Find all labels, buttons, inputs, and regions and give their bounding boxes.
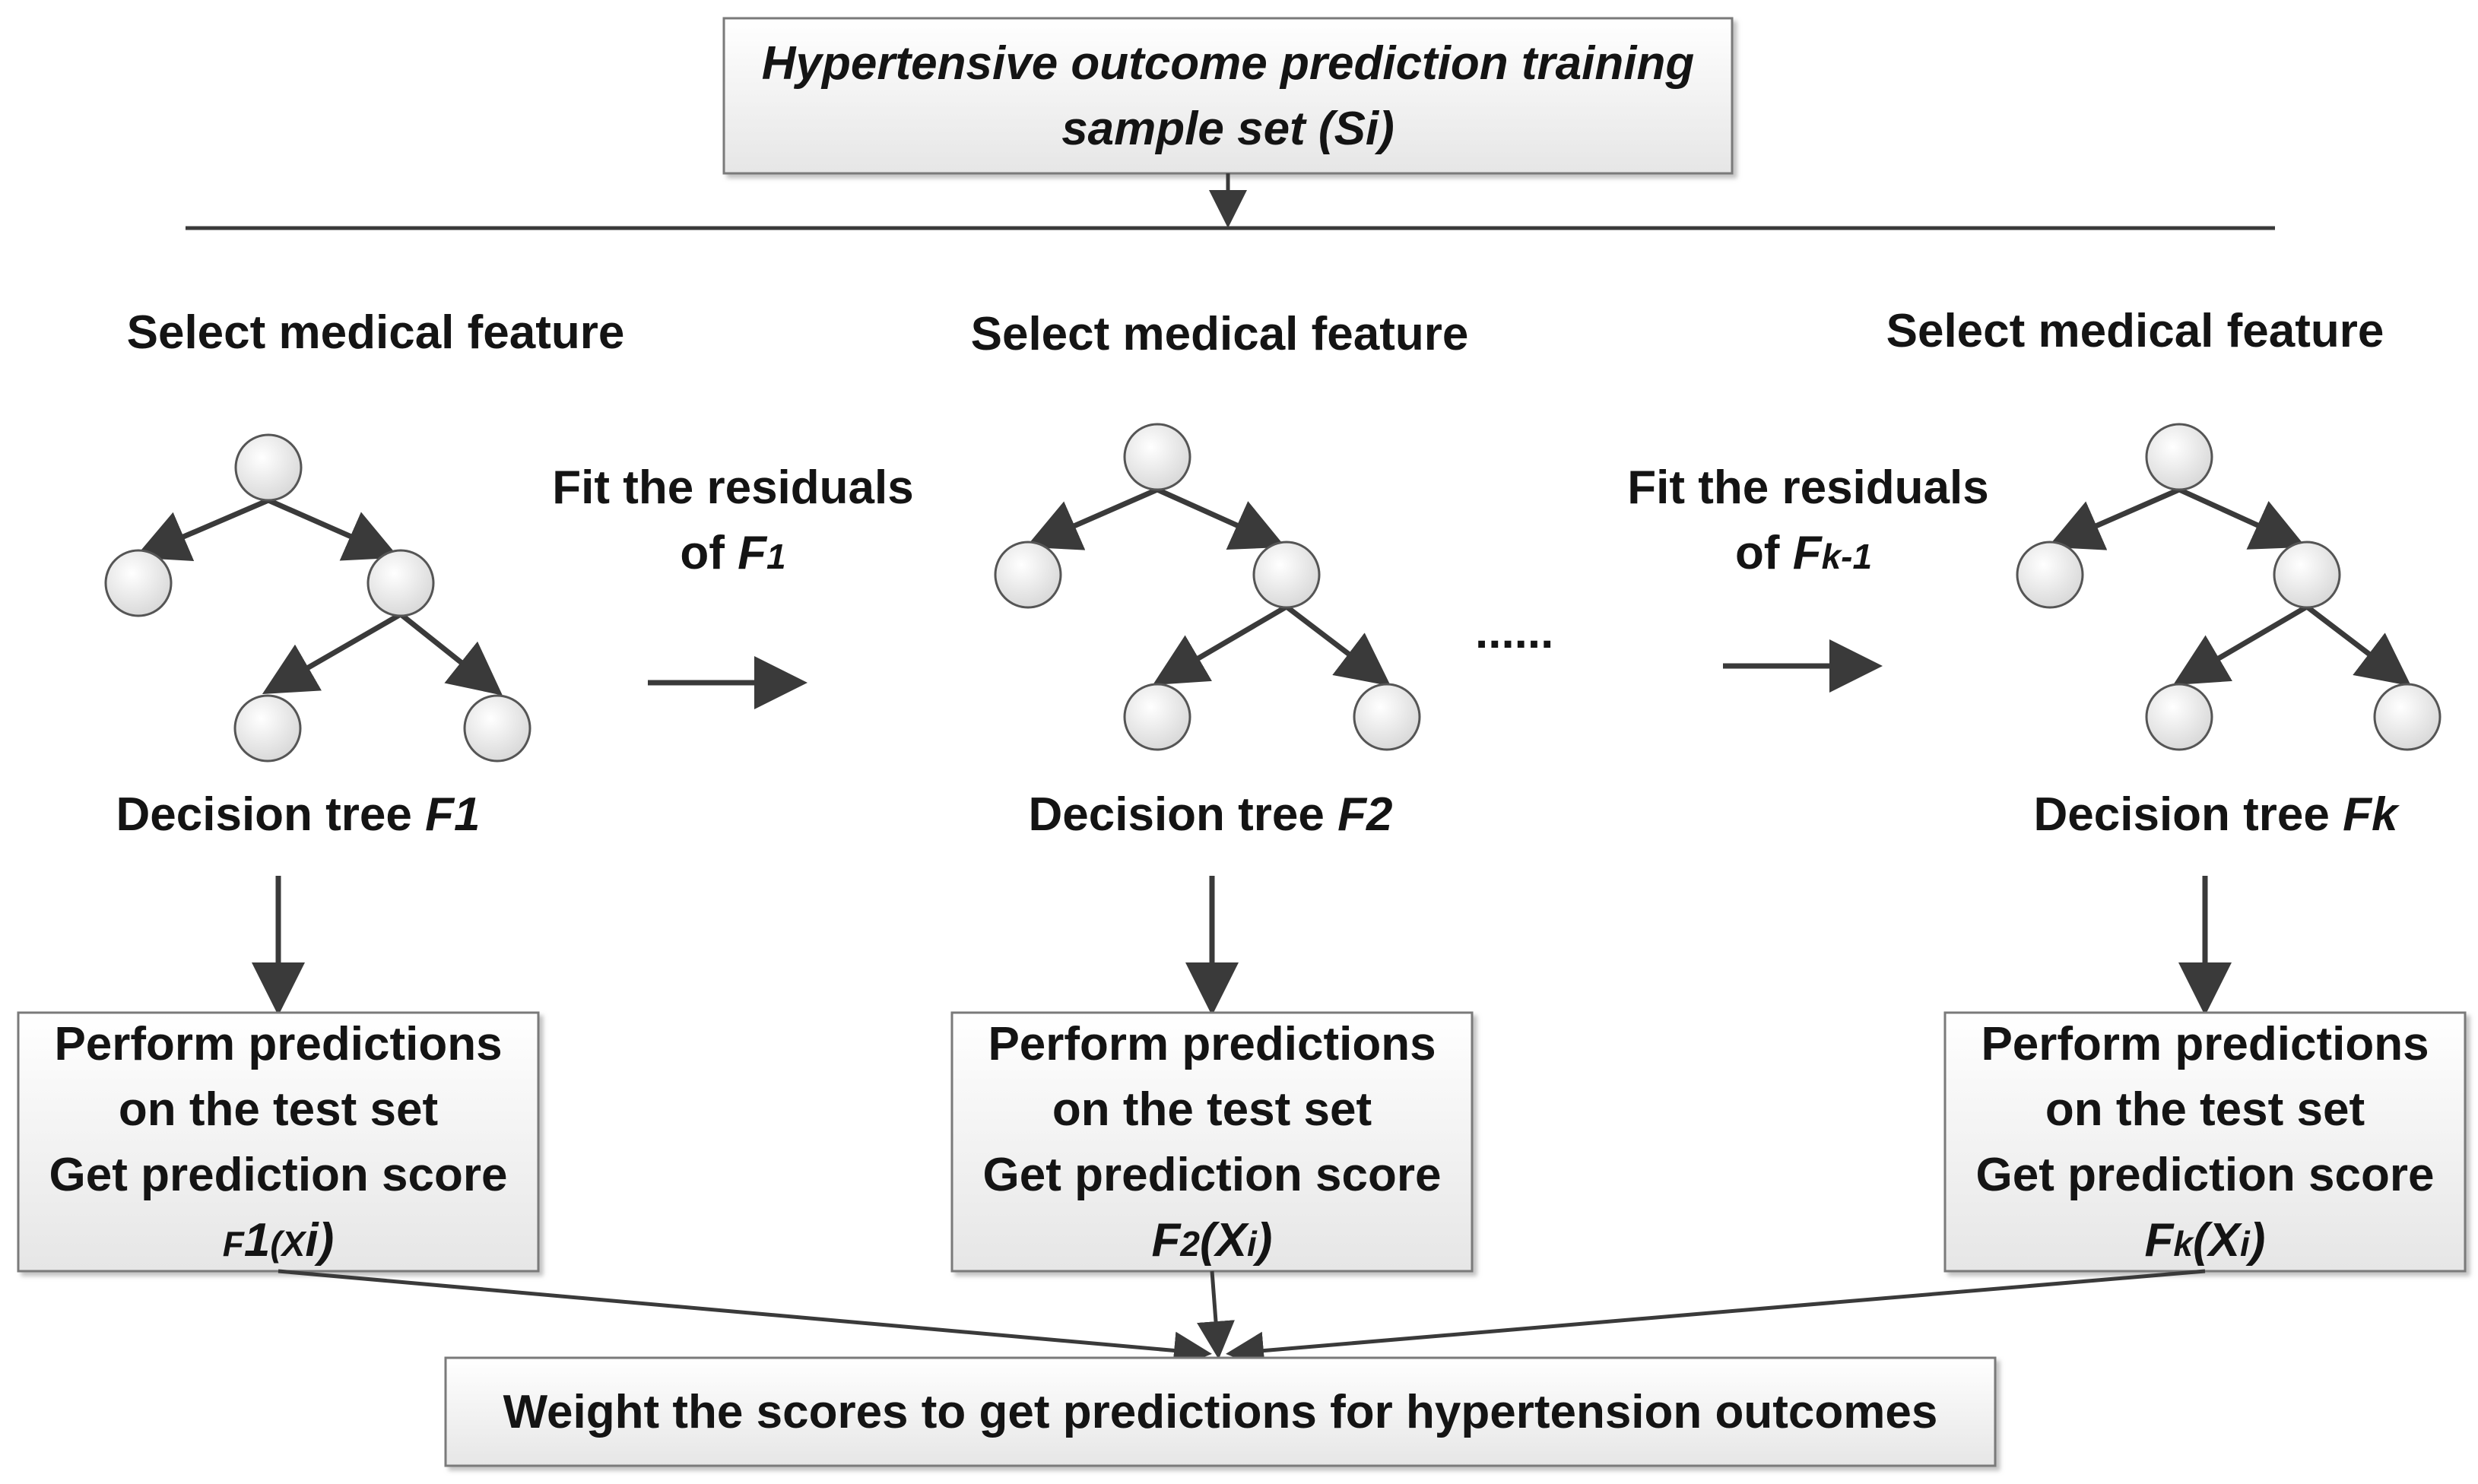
prediction-box-1-line3: Get prediction score <box>49 1149 508 1201</box>
training-set-title-line1: Hypertensive outcome prediction training <box>762 37 1694 90</box>
decision-tree-2-graphic <box>994 423 1421 751</box>
decision-tree-label-k: Decision tree Fk <box>2034 788 2400 841</box>
prediction-score-1: F1(Xi) <box>223 1214 334 1267</box>
tree-2-left-node <box>994 541 1062 609</box>
select-feature-label-1: Select medical feature <box>127 306 625 359</box>
prediction-box-1-line1: Perform predictions <box>54 1018 502 1070</box>
prediction-box-2-line1: Perform predictions <box>988 1018 1436 1070</box>
tree-1-left-node <box>104 549 173 617</box>
decision-tree-k-graphic <box>2016 423 2442 751</box>
training-set-title-line2: sample set (Si) <box>1061 103 1394 155</box>
prediction-score-2: F2(Xi) <box>1152 1214 1273 1267</box>
training-sample-set-box: Hypertensive outcome prediction training… <box>722 17 1734 175</box>
tree-2-leaf-left-node <box>1123 683 1191 751</box>
prediction-box-k-line3: Get prediction score <box>1976 1149 2435 1201</box>
residual-label-1-line1: Fit the residuals <box>552 461 913 514</box>
tree-k-right-node <box>2273 541 2341 609</box>
select-feature-label-2: Select medical feature <box>971 308 1469 360</box>
weighting-box: Weight the scores to get predictions for… <box>444 1356 1997 1467</box>
residual-label-k-line1: Fit the residuals <box>1627 461 1988 514</box>
tree-2-root-node <box>1123 423 1191 491</box>
tree-1-leaf-left-node <box>233 694 302 763</box>
prediction-box-k-line2: on the test set <box>2045 1083 2365 1136</box>
tree-2-leaf-right-node <box>1353 683 1421 751</box>
tree-k-leaf-left-node <box>2145 683 2213 751</box>
tree-k-leaf-right-node <box>2373 683 2442 751</box>
prediction-box-2: Perform predictions on the test set Get … <box>950 1011 1474 1273</box>
score-k-to-weighting-arrow <box>1226 1269 2206 1370</box>
ellipsis-text: ...... <box>1475 606 1553 658</box>
prediction-box-1-line2: on the test set <box>119 1083 438 1136</box>
prediction-box-2-line2: on the test set <box>1052 1083 1372 1136</box>
prediction-box-1: Perform predictions on the test set Get … <box>17 1011 540 1273</box>
score-1-to-weighting-arrow <box>278 1269 1212 1370</box>
decision-tree-label-2: Decision tree F2 <box>1029 788 1393 841</box>
prediction-box-k-line1: Perform predictions <box>1981 1018 2429 1070</box>
tree-k-left-node <box>2016 541 2084 609</box>
weighting-box-label: Weight the scores to get predictions for… <box>503 1386 1938 1438</box>
prediction-box-k: Perform predictions on the test set Get … <box>1943 1011 2467 1273</box>
select-feature-label-3: Select medical feature <box>1886 305 2384 357</box>
score-2-to-weighting-arrow <box>1197 1270 1235 1359</box>
tree-1-root-node <box>234 433 303 502</box>
prediction-box-2-line3: Get prediction score <box>983 1149 1442 1201</box>
decision-tree-label-1: Decision tree F1 <box>116 788 481 841</box>
tree-1-right-node <box>366 549 435 617</box>
decision-tree-1-graphic <box>104 433 531 763</box>
tree-1-leaf-right-node <box>463 694 531 763</box>
tree-2-right-node <box>1252 541 1321 609</box>
residual-label-k-line2: of Fk-1 <box>1735 527 1872 579</box>
tree-k-root-node <box>2145 423 2213 491</box>
residual-label-1-line2: of F1 <box>680 527 785 579</box>
prediction-score-k: Fk(Xi) <box>2145 1214 2266 1267</box>
